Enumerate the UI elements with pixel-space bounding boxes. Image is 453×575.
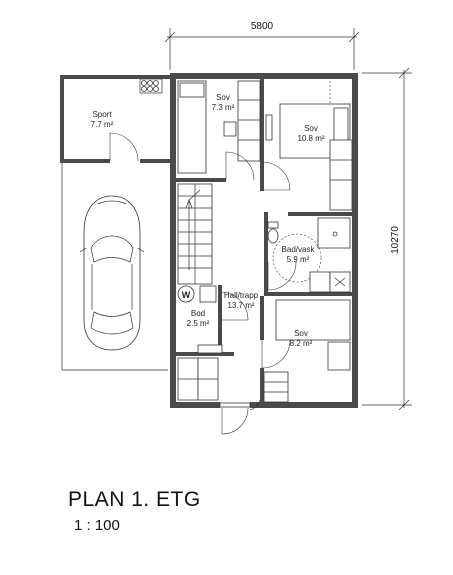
plan-scale: 1 : 100 — [74, 517, 120, 534]
room-sov3-name: Sov — [294, 329, 308, 338]
parking-area — [61, 163, 168, 371]
room-labels: Sport 7.7 m² Sov 7.3 m² Sov 10.8 m² Bad/… — [91, 93, 325, 348]
room-sov2-area: 10.8 m² — [297, 134, 324, 143]
room-sov2-name: Sov — [304, 124, 318, 133]
washer-symbol: W — [182, 290, 191, 300]
staircase — [177, 183, 213, 285]
dimension-depth: 10270 — [362, 67, 412, 411]
dimension-width: 5800 — [164, 21, 360, 70]
room-bod-area: 2.5 m² — [187, 319, 210, 328]
room-bod-name: Bod — [191, 309, 205, 318]
sov3-furniture — [261, 299, 351, 403]
sov1-furniture — [177, 80, 261, 181]
room-sov3-area: 8.2 m² — [290, 339, 313, 348]
entrance — [177, 344, 261, 435]
room-hall-name: Hall/trapp — [224, 291, 259, 300]
bathroom-fixtures — [267, 217, 351, 293]
room-sport-area: 7.7 m² — [91, 120, 114, 129]
room-sport-name: Sport — [92, 110, 112, 119]
house-walls — [170, 73, 358, 408]
plan-title: PLAN 1. ETG — [68, 488, 201, 511]
room-sov1-name: Sov — [216, 93, 230, 102]
sov2-furniture — [261, 81, 353, 211]
dimension-depth-label: 10270 — [390, 226, 401, 254]
sports-equipment-icon — [139, 78, 163, 94]
sport-building — [60, 75, 170, 163]
room-sov1-area: 7.3 m² — [212, 103, 235, 112]
room-bad-name: Bad/vask — [282, 245, 316, 254]
car-icon — [79, 195, 145, 351]
dimension-width-label: 5800 — [251, 21, 274, 32]
room-bad-area: 5.9 m² — [287, 255, 310, 264]
room-hall-area: 13.7 m² — [227, 301, 254, 310]
bod-furniture: W — [177, 285, 249, 321]
